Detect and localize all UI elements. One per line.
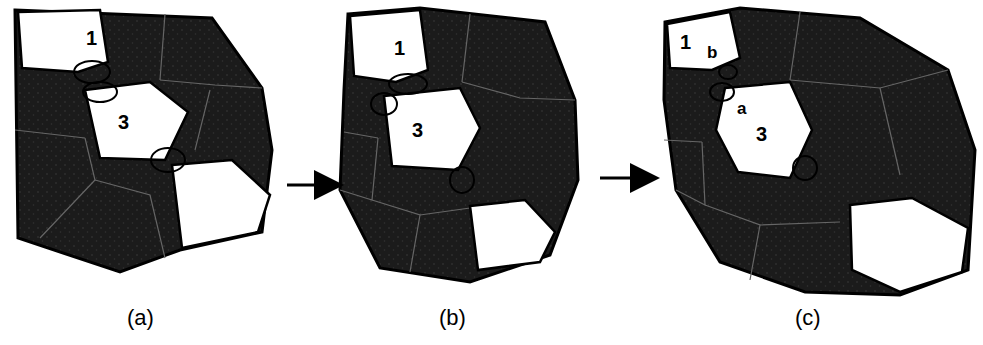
panel-caption: (a) (127, 307, 154, 329)
panel-c (664, 8, 975, 295)
panel-b (340, 8, 578, 282)
transition-arrow (287, 178, 654, 185)
cell-number: 1 (680, 32, 691, 52)
junction-letter: a (737, 100, 746, 117)
cell-number: 1 (86, 28, 97, 48)
junction-letter: b (707, 44, 717, 61)
panel-caption: (c) (795, 307, 821, 329)
panel-a (15, 10, 272, 272)
panel-caption: (b) (439, 307, 466, 329)
cell-number: 3 (756, 124, 767, 144)
cell-number: 3 (118, 112, 129, 132)
cell-number: 3 (412, 120, 423, 140)
cell-number: 1 (394, 38, 405, 58)
